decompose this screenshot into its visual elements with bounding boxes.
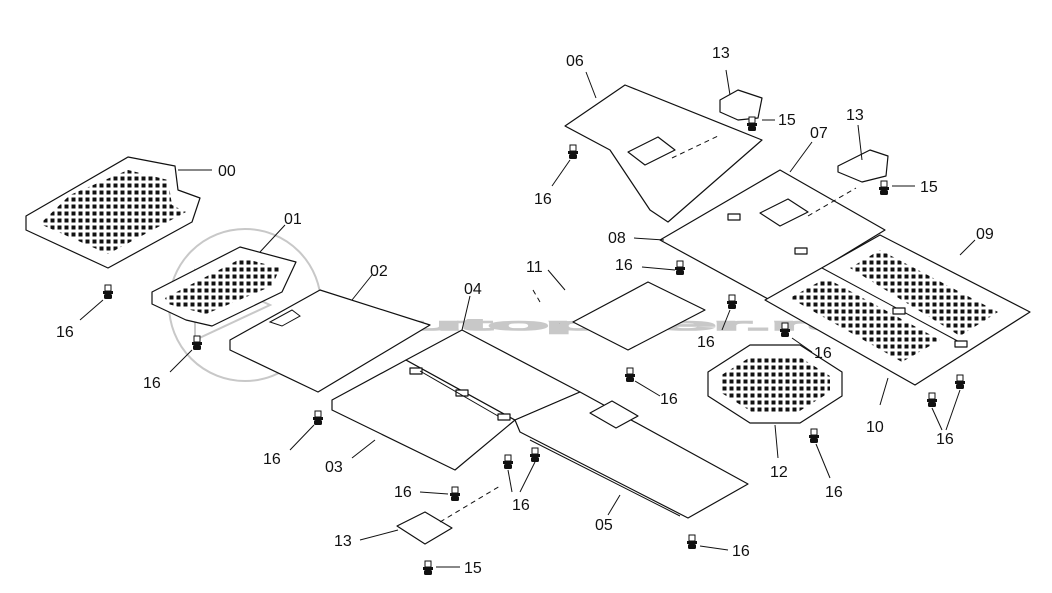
label-09: 09 bbox=[976, 226, 994, 243]
part-05-floor-plate bbox=[514, 391, 749, 519]
label-13-right: 13 bbox=[846, 107, 864, 124]
label-04: 04 bbox=[464, 281, 482, 298]
label-08: 08 bbox=[608, 230, 626, 247]
label-01: 01 bbox=[284, 211, 302, 228]
label-02: 02 bbox=[370, 263, 388, 280]
label-16: 16 bbox=[732, 543, 750, 560]
label-00: 00 bbox=[218, 163, 236, 180]
part-00-perforated-plate bbox=[25, 156, 201, 269]
label-07: 07 bbox=[810, 125, 828, 142]
part-12-perforated-plate bbox=[707, 344, 843, 424]
label-05: 05 bbox=[595, 517, 613, 534]
part-01-perforated-plate bbox=[151, 246, 297, 327]
part-02-floor-plate bbox=[229, 289, 431, 393]
label-10: 10 bbox=[866, 419, 884, 436]
label-16: 16 bbox=[534, 191, 552, 208]
label-16: 16 bbox=[697, 334, 715, 351]
label-16: 16 bbox=[394, 484, 412, 501]
part-03-floor-plate bbox=[331, 359, 516, 471]
leader-lines bbox=[79, 69, 976, 568]
label-16: 16 bbox=[512, 497, 530, 514]
label-16: 16 bbox=[825, 484, 843, 501]
label-16: 16 bbox=[263, 451, 281, 468]
label-15-right: 15 bbox=[920, 179, 938, 196]
label-15-top: 15 bbox=[778, 112, 796, 129]
label-16: 16 bbox=[143, 375, 161, 392]
label-11: 11 bbox=[526, 259, 543, 276]
label-03: 03 bbox=[325, 459, 343, 476]
label-13-bottom: 13 bbox=[334, 533, 352, 550]
label-15-bottom: 15 bbox=[464, 560, 482, 577]
label-16: 16 bbox=[814, 345, 832, 362]
part-07-floor-plate bbox=[659, 169, 886, 301]
part-labels: 00 01 02 03 04 05 06 07 08 09 10 11 12 1… bbox=[56, 45, 994, 577]
part-13-brackets bbox=[396, 89, 889, 545]
label-16: 16 bbox=[660, 391, 678, 408]
part-09-10-perforated-plates bbox=[764, 234, 1031, 386]
label-16: 16 bbox=[936, 431, 954, 448]
label-13-top: 13 bbox=[712, 45, 730, 62]
label-16: 16 bbox=[56, 324, 74, 341]
label-16: 16 bbox=[615, 257, 633, 274]
label-12: 12 bbox=[770, 464, 788, 481]
label-06: 06 bbox=[566, 53, 584, 70]
part-11-floor-plate bbox=[532, 281, 706, 351]
part-06-floor-plate bbox=[564, 84, 763, 223]
